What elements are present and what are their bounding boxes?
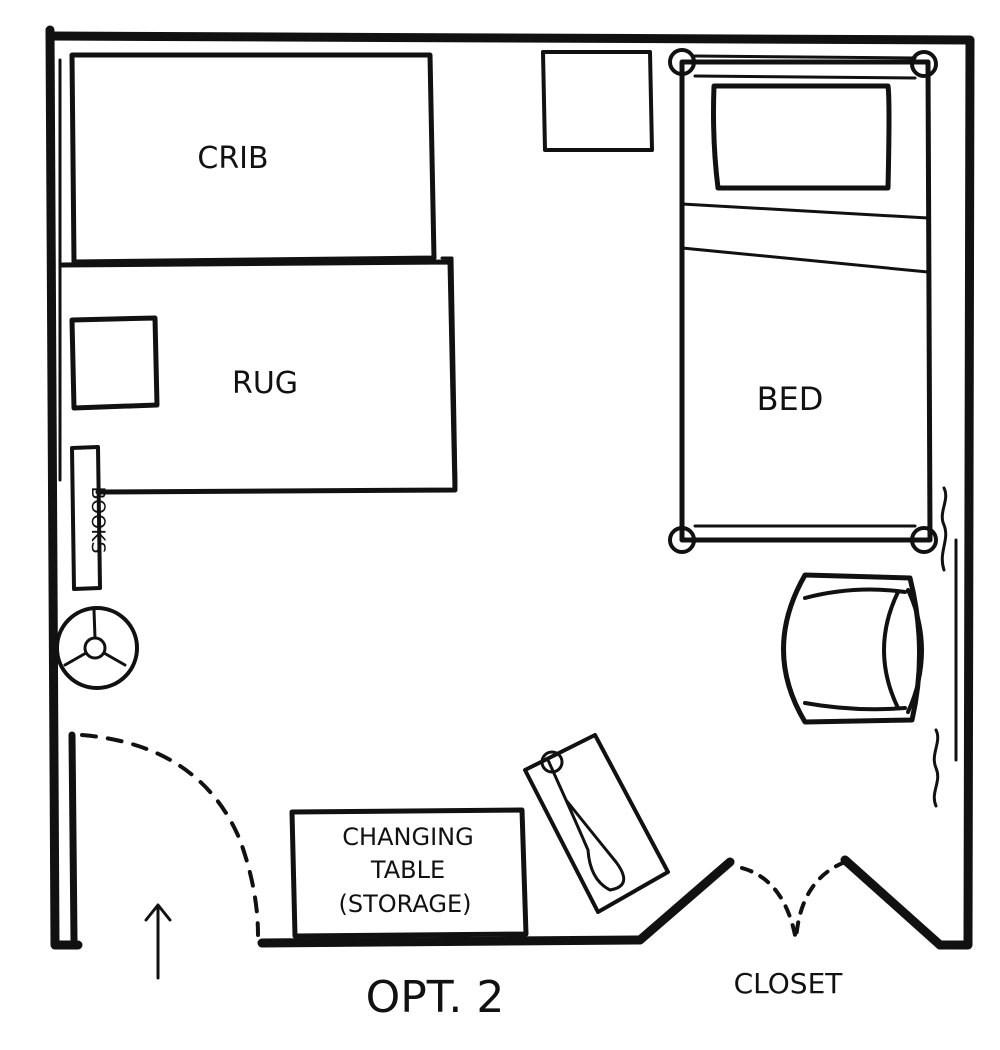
crib-label: CRIB — [197, 141, 268, 176]
door-swing — [80, 733, 260, 937]
changing-table-label-1: CHANGING — [342, 823, 473, 851]
changing-table-label-2: TABLE — [370, 856, 445, 884]
rug: RUG — [59, 256, 458, 495]
nightstand — [541, 50, 654, 152]
guitar-mat — [523, 733, 670, 914]
crib: CRIB — [69, 52, 437, 265]
changing-table: CHANGING TABLE (STORAGE) — [289, 807, 529, 939]
books-label: BOOKS — [87, 486, 109, 553]
entry-arrow-icon — [144, 903, 172, 980]
closet-label: CLOSET — [734, 967, 844, 1000]
changing-table-label-3: (STORAGE) — [339, 890, 472, 918]
room-walls — [45, 25, 975, 950]
bed-label: BED — [757, 380, 824, 418]
ottoman — [69, 315, 160, 411]
rug-label: RUG — [232, 366, 298, 401]
option-title: OPT. 2 — [366, 972, 505, 1023]
books-shelf: BOOKS — [70, 445, 109, 591]
bed: BED — [668, 48, 938, 554]
armchair — [781, 572, 924, 725]
round-lamp-icon — [55, 606, 139, 690]
closet-door-swings — [740, 860, 847, 942]
